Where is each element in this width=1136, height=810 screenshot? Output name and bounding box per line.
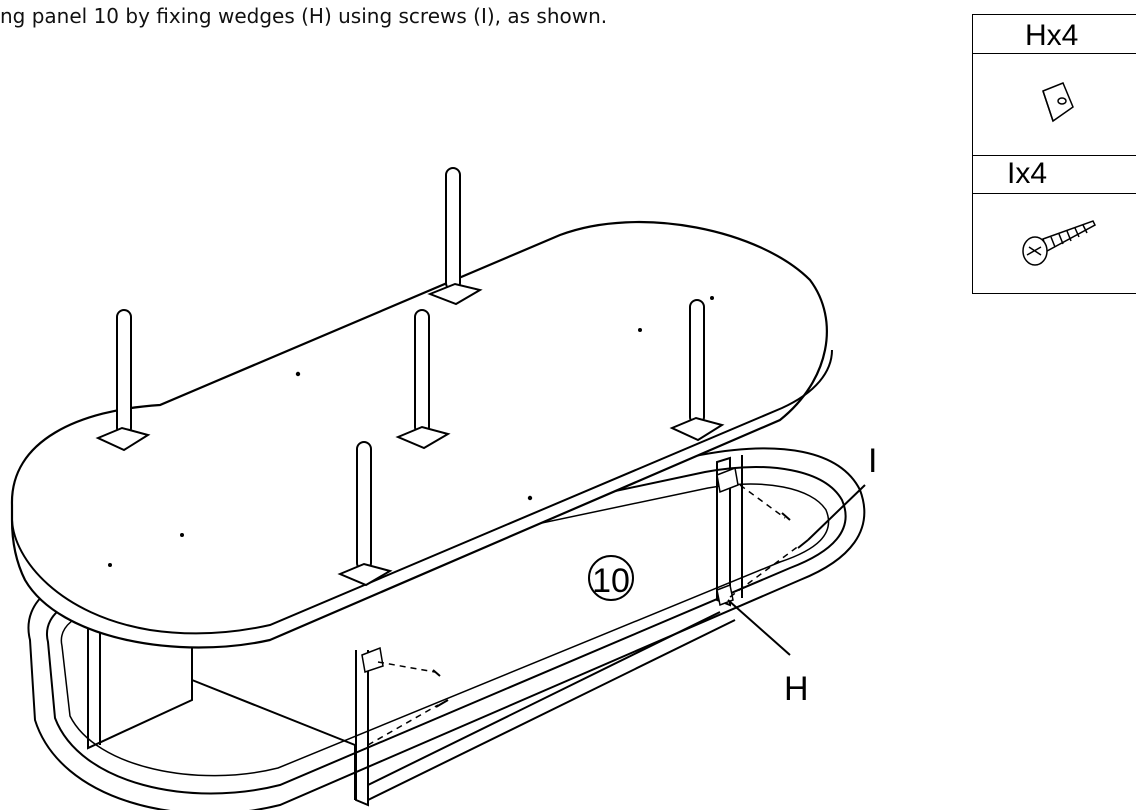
- side-panel-left: [87, 625, 356, 800]
- screw-icon: [1022, 220, 1096, 266]
- callout-wedge: H: [784, 670, 809, 708]
- part-label-screw: Ix4: [1007, 157, 1048, 190]
- callout-leader-h: [727, 599, 791, 656]
- leg: [427, 167, 483, 306]
- wedge: [361, 466, 739, 673]
- back-panel-10: [355, 611, 736, 807]
- callout-leader-i: [807, 484, 866, 541]
- panel-number-circle: [588, 555, 634, 601]
- parts-box: Hx4 Ix4: [972, 14, 1136, 294]
- top-holes: [108, 296, 714, 567]
- instruction-text: ng panel 10 by fixing wedges (H) using s…: [0, 4, 608, 28]
- screw-paths: [367, 484, 801, 746]
- callout-screw: I: [868, 442, 878, 480]
- wedge-icon: [1042, 82, 1074, 123]
- side-panel-right: [716, 455, 743, 607]
- panel-number: 10: [592, 562, 630, 600]
- screw: [432, 512, 809, 708]
- leg: [95, 309, 151, 452]
- leg: [669, 299, 725, 442]
- leg: [395, 309, 451, 450]
- part-label-wedge: Hx4: [1025, 19, 1079, 52]
- leg: [337, 441, 393, 587]
